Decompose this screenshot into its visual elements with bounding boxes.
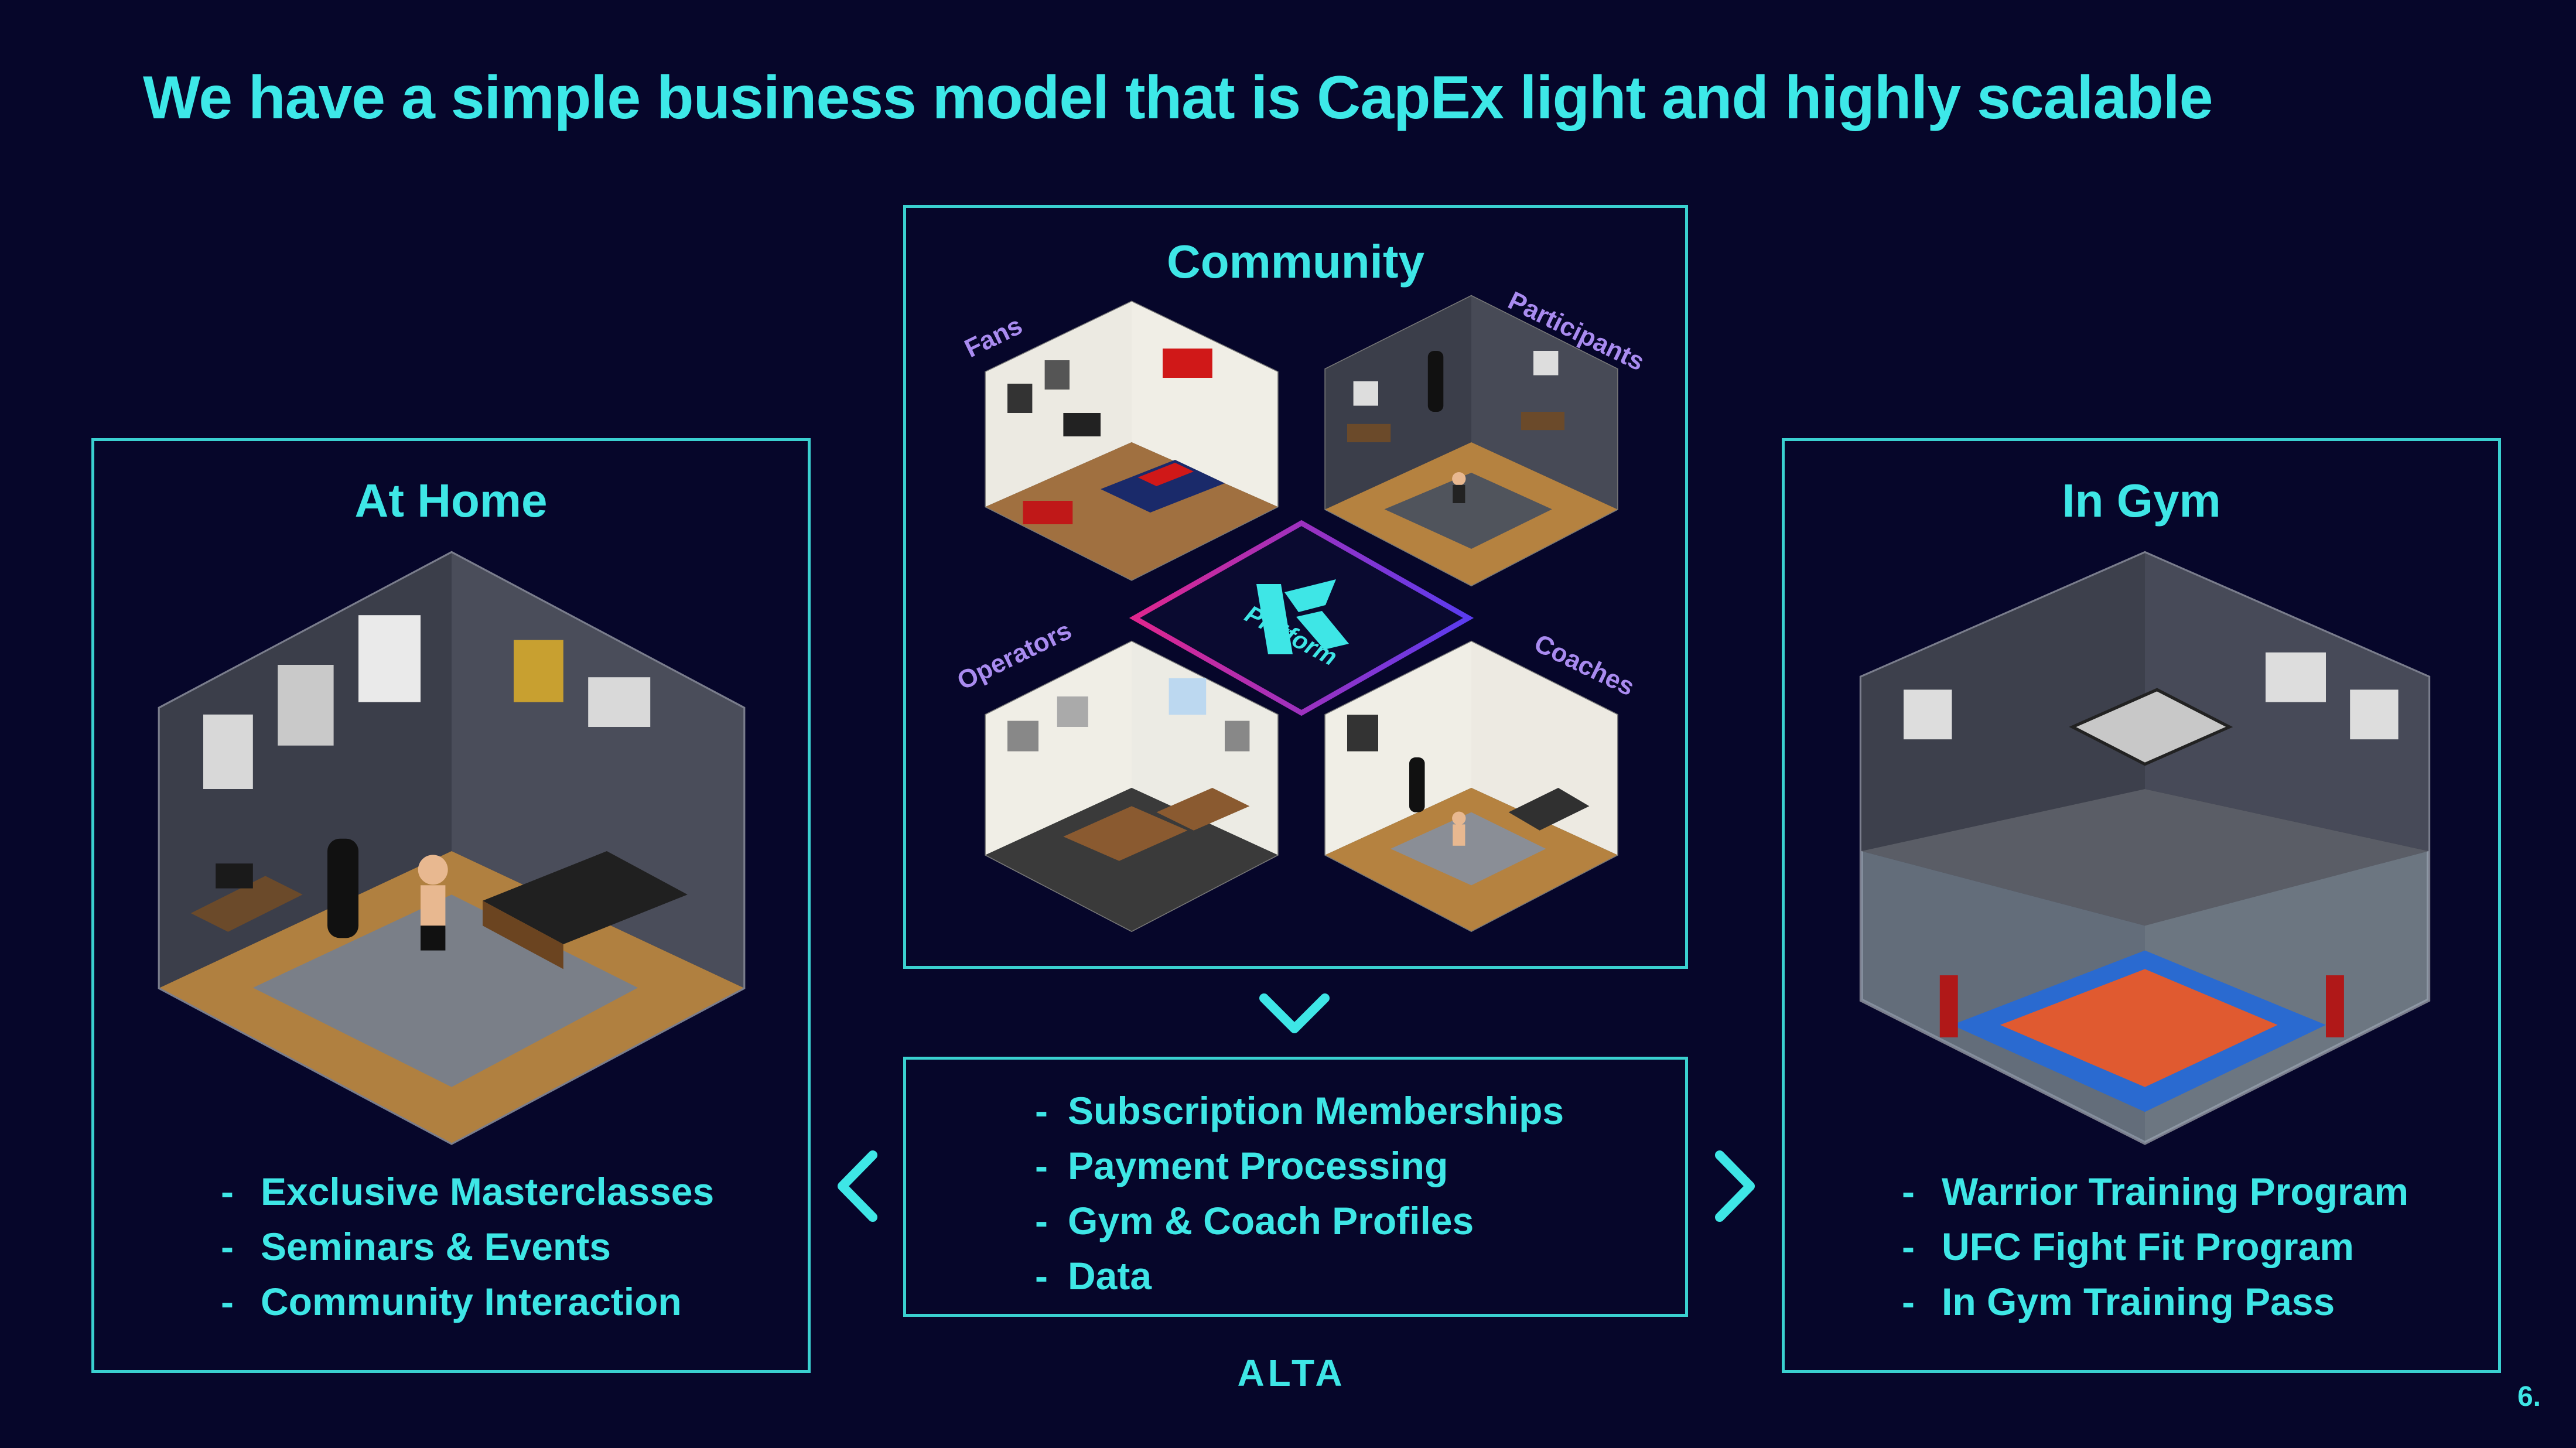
list-item: -In Gym Training Pass bbox=[1902, 1280, 2335, 1323]
at-home-room-illustration bbox=[141, 541, 762, 1162]
alta-logo: ALTA bbox=[1224, 1352, 1359, 1394]
page-number: 6. bbox=[2517, 1381, 2541, 1412]
list-item: -Gym & Coach Profiles bbox=[1035, 1199, 1474, 1242]
svg-text:ALTA: ALTA bbox=[1237, 1353, 1345, 1391]
in-gym-title: In Gym bbox=[2062, 474, 2221, 527]
community-title: Community bbox=[1167, 235, 1424, 288]
fans-room-illustration bbox=[976, 296, 1287, 589]
in-gym-list: -Warrior Training Program -UFC Fight Fit… bbox=[1902, 1164, 2408, 1329]
list-item: -Subscription Memberships bbox=[1035, 1089, 1564, 1132]
operators-room-illustration bbox=[976, 636, 1287, 940]
coaches-room-illustration bbox=[1316, 636, 1627, 940]
at-home-list: -Exclusive Masterclasses -Seminars & Eve… bbox=[221, 1164, 714, 1329]
list-item: -Warrior Training Program bbox=[1902, 1170, 2409, 1213]
community-panel: Community bbox=[903, 205, 1688, 969]
platform-services-panel: -Subscription Memberships -Payment Proce… bbox=[903, 1057, 1688, 1317]
list-item: -Payment Processing bbox=[1035, 1144, 1448, 1187]
at-home-panel: At Home -Exclu bbox=[91, 438, 811, 1373]
chevron-down-icon bbox=[1258, 992, 1331, 1036]
platform-services-list: -Subscription Memberships -Payment Proce… bbox=[1035, 1083, 1564, 1303]
in-gym-illustration bbox=[1843, 541, 2447, 1162]
slide-title: We have a simple business model that is … bbox=[143, 64, 2213, 132]
list-item: -Seminars & Events bbox=[221, 1225, 611, 1268]
list-item: -UFC Fight Fit Program bbox=[1902, 1225, 2354, 1268]
platform-logo-icon bbox=[1256, 579, 1349, 654]
chevron-right-icon bbox=[1711, 1149, 1758, 1223]
participants-room-illustration bbox=[1316, 290, 1627, 595]
platform-hub: Platform bbox=[1129, 518, 1474, 718]
at-home-title: At Home bbox=[354, 474, 548, 527]
list-item: -Exclusive Masterclasses bbox=[221, 1170, 715, 1213]
chevron-left-icon bbox=[834, 1149, 881, 1223]
in-gym-panel: In Gym -Warrior Training Program -UFC Fi… bbox=[1782, 438, 2501, 1373]
list-item: -Community Interaction bbox=[221, 1280, 682, 1323]
list-item: -Data bbox=[1035, 1254, 1152, 1297]
